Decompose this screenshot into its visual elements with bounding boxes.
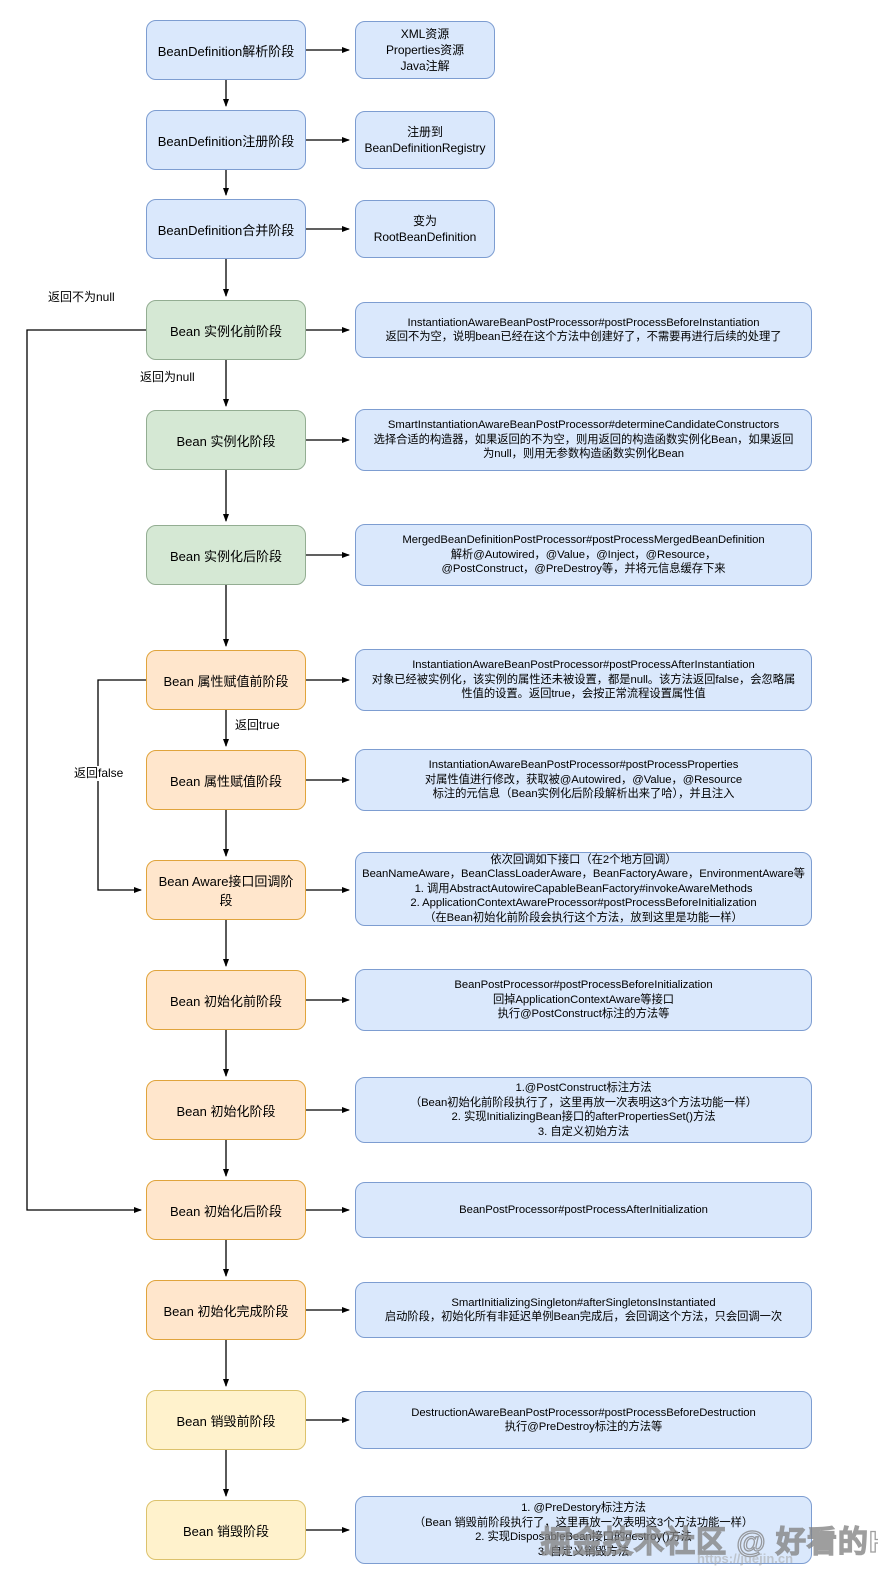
stage-bean-pre-property: Bean 属性赋值前阶段 bbox=[146, 650, 306, 710]
arrow-return-false-branch bbox=[97, 679, 146, 893]
detail-bean-property: InstantiationAwareBeanPostProcessor#post… bbox=[355, 749, 812, 811]
stage-bean-post-instantiation: Bean 实例化后阶段 bbox=[146, 525, 306, 585]
edge-label-return-not-null: 返回不为null bbox=[46, 290, 117, 305]
stage-beandefinition-parse: BeanDefinition解析阶段 bbox=[146, 20, 306, 80]
detail-bean-post-init: BeanPostProcessor#postProcessAfterInitia… bbox=[355, 1182, 812, 1238]
edge-label-return-true: 返回true bbox=[233, 718, 282, 733]
stage-bean-destroy: Bean 销毁阶段 bbox=[146, 1500, 306, 1560]
stage-beandefinition-register: BeanDefinition注册阶段 bbox=[146, 110, 306, 170]
stage-bean-post-init: Bean 初始化后阶段 bbox=[146, 1180, 306, 1240]
detail-beandefinition-merge: 变为 RootBeanDefinition bbox=[355, 200, 495, 258]
stage-bean-pre-init: Bean 初始化前阶段 bbox=[146, 970, 306, 1030]
watermark-text: 掘金技术社区 @ 好看的HK bbox=[540, 1525, 878, 1559]
watermark-url: https://juejin.cn bbox=[697, 1551, 794, 1566]
detail-bean-init-complete: SmartInitializingSingleton#afterSingleto… bbox=[355, 1282, 812, 1338]
detail-beandefinition-parse: XML资源 Properties资源 Java注解 bbox=[355, 21, 495, 79]
stage-bean-init: Bean 初始化阶段 bbox=[146, 1080, 306, 1140]
detail-bean-aware-callback: 依次回调如下接口（在2个地方回调） BeanNameAware，BeanClas… bbox=[355, 852, 812, 926]
detail-bean-pre-destroy: DestructionAwareBeanPostProcessor#postPr… bbox=[355, 1391, 812, 1449]
stage-bean-property: Bean 属性赋值阶段 bbox=[146, 750, 306, 810]
edge-label-return-null: 返回为null bbox=[138, 370, 197, 385]
edge-label-return-false: 返回false bbox=[72, 766, 126, 781]
stage-bean-pre-destroy: Bean 销毁前阶段 bbox=[146, 1390, 306, 1450]
detail-bean-instantiation: SmartInstantiationAwareBeanPostProcessor… bbox=[355, 409, 812, 471]
stage-bean-instantiation: Bean 实例化阶段 bbox=[146, 410, 306, 470]
stage-bean-aware-callback: Bean Aware接口回调阶段 bbox=[146, 860, 306, 920]
arrow-return-not-null-branch bbox=[26, 329, 146, 1213]
detail-bean-pre-init: BeanPostProcessor#postProcessBeforeIniti… bbox=[355, 969, 812, 1031]
detail-bean-post-instantiation: MergedBeanDefinitionPostProcessor#postPr… bbox=[355, 524, 812, 586]
detail-bean-pre-property: InstantiationAwareBeanPostProcessor#post… bbox=[355, 649, 812, 711]
stage-bean-init-complete: Bean 初始化完成阶段 bbox=[146, 1280, 306, 1340]
stage-beandefinition-merge: BeanDefinition合并阶段 bbox=[146, 199, 306, 259]
detail-bean-destroy: 1. @PreDestory标注方法 （Bean 销毁前阶段执行了，这里再放一次… bbox=[355, 1496, 812, 1564]
stage-bean-pre-instantiation: Bean 实例化前阶段 bbox=[146, 300, 306, 360]
detail-beandefinition-register: 注册到 BeanDefinitionRegistry bbox=[355, 111, 495, 169]
detail-bean-init: 1.@PostConstruct标注方法 （Bean初始化前阶段执行了，这里再放… bbox=[355, 1077, 812, 1143]
detail-bean-pre-instantiation: InstantiationAwareBeanPostProcessor#post… bbox=[355, 302, 812, 358]
